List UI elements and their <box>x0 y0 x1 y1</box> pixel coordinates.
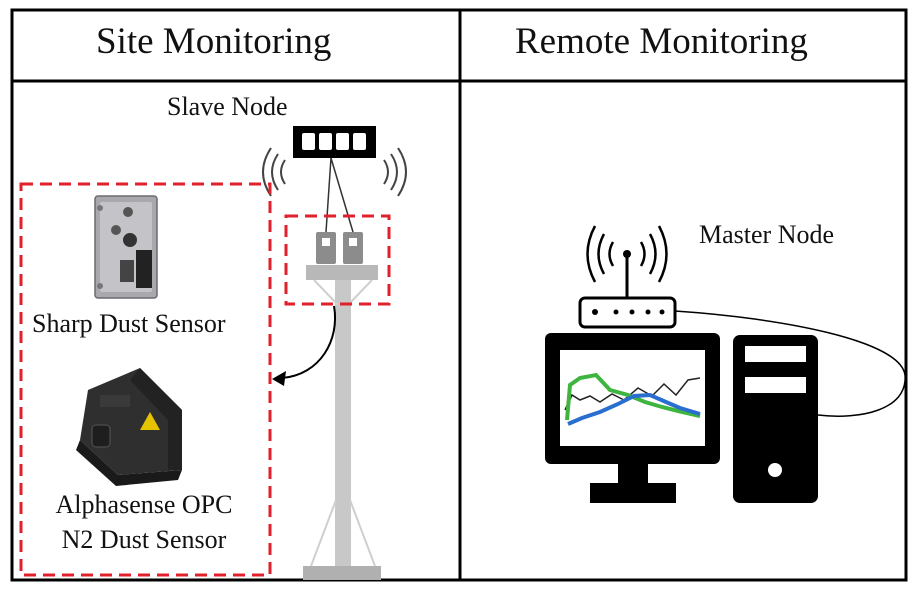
alphasense-label-line1: Alphasense OPC <box>55 490 233 519</box>
alphasense-label-line2: N2 Dust Sensor <box>61 525 227 554</box>
wire-left <box>325 157 332 233</box>
pole-sensors <box>316 232 363 264</box>
monitoring-pole <box>303 265 381 580</box>
site-monitoring-header: Site Monitoring <box>96 21 332 62</box>
arrow-icon <box>272 305 336 386</box>
monitor-icon <box>545 333 720 503</box>
wire-right <box>330 157 354 233</box>
slave-node-label: Slave Node <box>167 92 288 121</box>
slave-node-box <box>293 126 376 158</box>
remote-monitoring-header: Remote Monitoring <box>515 21 808 62</box>
pc-tower-icon <box>733 335 818 503</box>
router-icon <box>578 296 677 329</box>
antenna-icon <box>586 225 668 298</box>
sensor-detail-box <box>19 182 272 577</box>
router-pc-cable <box>674 310 906 417</box>
alphasense-sensor-image <box>76 368 182 486</box>
sharp-sensor-label: Sharp Dust Sensor <box>32 309 226 338</box>
sharp-sensor-image <box>94 195 158 299</box>
master-node-label: Master Node <box>699 220 835 249</box>
